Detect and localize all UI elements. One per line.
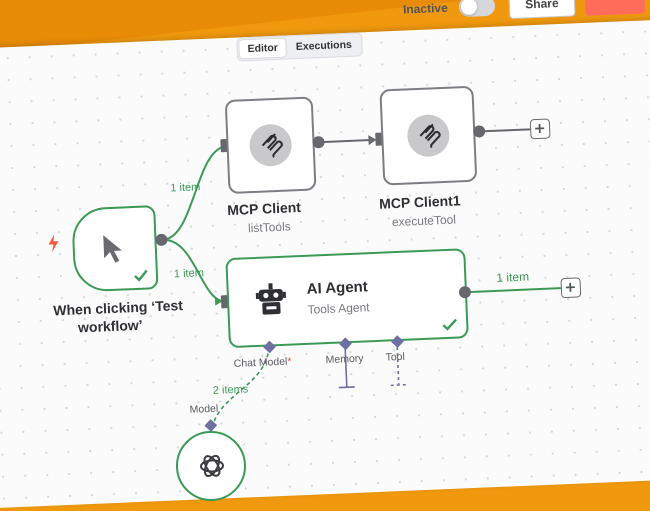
tool-connector[interactable] — [389, 341, 407, 387]
checkmark-icon — [134, 269, 148, 282]
save-button[interactable] — [584, 0, 646, 16]
share-button[interactable]: Share — [508, 0, 576, 20]
active-toggle[interactable] — [458, 0, 496, 18]
edge-arrow-agent — [214, 297, 223, 306]
cursor-arrow-icon — [103, 235, 122, 263]
openai-icon — [199, 454, 224, 478]
mcp-client-subtitle: listTools — [247, 219, 292, 236]
edge-arrow-mcp1 — [368, 135, 377, 146]
edge-label-model-agent: 2 items — [212, 383, 249, 397]
plus-icon — [535, 123, 545, 133]
lightning-bolt-icon — [48, 234, 59, 253]
mcp-client1-title: MCP Client1 — [378, 192, 461, 212]
robot-icon — [255, 283, 287, 315]
checkmark-icon — [442, 318, 457, 331]
chat-model-label: Chat Model* — [233, 356, 291, 370]
trigger-title: When clicking ‘Test workflow’ — [53, 296, 184, 337]
mcp-client-title: MCP Client — [226, 199, 302, 219]
edge-trigger-to-mcp[interactable] — [159, 145, 232, 241]
mcp-client-node[interactable] — [224, 96, 317, 195]
tool-label: Tool — [385, 350, 406, 364]
edge-mcp-to-mcp1[interactable] — [318, 139, 371, 144]
model-label: Model — [189, 402, 219, 416]
mcp-logo-icon — [248, 123, 293, 168]
ai-agent-title: AI Agent — [306, 278, 369, 298]
mcp-logo-icon — [406, 113, 451, 158]
edge-model-to-agent[interactable] — [208, 346, 272, 432]
edge-trigger-to-agent[interactable] — [162, 237, 226, 303]
mcp-client1-node[interactable] — [379, 85, 478, 186]
edge-agent-out[interactable] — [464, 287, 561, 294]
add-node-button-agent[interactable] — [560, 277, 582, 299]
edge-label-agent-out: 1 item — [496, 269, 530, 285]
edge-mcp1-out[interactable] — [480, 128, 531, 133]
edge-label-trigger-agent: 1 item — [173, 267, 205, 281]
ai-agent-subtitle: Tools Agent — [307, 300, 370, 317]
add-node-button-mcp1[interactable] — [529, 118, 551, 140]
toggle-knob — [460, 0, 478, 16]
mcp-client1-subtitle: executeTool — [391, 212, 457, 230]
connections — [159, 128, 561, 432]
trigger-node[interactable] — [71, 205, 159, 293]
inactive-label: Inactive — [402, 0, 449, 17]
required-asterisk: * — [287, 355, 292, 368]
memory-label: Memory — [325, 352, 364, 367]
memory-connector[interactable] — [337, 343, 355, 389]
plus-icon — [565, 282, 575, 292]
edge-label-trigger-mcp: 1 item — [170, 181, 201, 195]
chat-model-text: Chat Model — [233, 355, 288, 370]
ai-agent-node[interactable]: AI Agent Tools Agent — [225, 248, 469, 349]
